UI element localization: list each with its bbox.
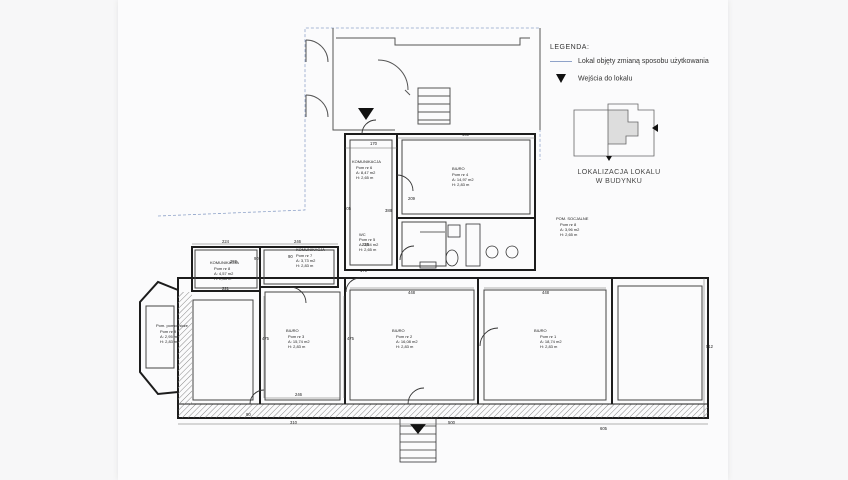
room-wc-name: WC (359, 232, 366, 237)
room-wc-num: Pom nr 5 (359, 237, 376, 242)
room-pomocnicze-height: H: 2,83 m (160, 339, 178, 344)
room-socjalne-name: POM. SOCJALNE (556, 216, 589, 221)
dim-label: 90 (288, 254, 293, 259)
room-biuro2-height: H: 2,83 m (396, 344, 414, 349)
room-biuro1-num: Pom nr 1 (540, 334, 557, 339)
room-komunikacja-left-name: KOMUNIKACJA (210, 260, 239, 265)
bottom-wall-hatch (177, 403, 709, 419)
dim-label: 310 (290, 420, 298, 425)
room-biuro2-name: BIURO (392, 328, 405, 333)
location-label-line1: LOKALIZACJA LOKALU (577, 169, 661, 176)
room-biuro1-height: H: 2,83 m (540, 344, 558, 349)
room-komunikacja-left-area: A: 4,57 m2 (214, 271, 234, 276)
room-komunikacja-top-num: Pom nr 6 (356, 165, 373, 170)
dim-label: 236 (362, 242, 370, 247)
dim-label: 246 (294, 239, 302, 244)
room-komunikacja-left-num: Pom nr 8 (214, 266, 231, 271)
dim-label: 246 (295, 392, 303, 397)
room-pomocnicze-num: Pom nr 9 (160, 329, 177, 334)
legend-title: LEGENDA: (550, 44, 590, 51)
room-biuro4-num: Pom nr 4 (452, 172, 469, 177)
dim-label: 475 (347, 336, 355, 341)
doors (249, 119, 499, 405)
dim-label: 448 (408, 290, 416, 295)
dim-label: 259 (230, 259, 238, 264)
room-pomocnicze-area: A: 2,95 m2 (160, 334, 180, 339)
location-label: LOKALIZACJA LOKALU W BUDYNKU (564, 168, 674, 186)
dim-label: 221 (222, 286, 230, 291)
legend: LEGENDA: Lokal objęty zmianą sposobu uży… (548, 40, 738, 190)
boundary-line-icon (550, 60, 572, 62)
legend-boundary-label: Lokal objęty zmianą sposobu użytkowania (578, 58, 709, 65)
dim-label: 449 (462, 132, 470, 137)
legend-row-entrance: Wejścia do lokalu (550, 74, 632, 83)
room-socjalne-num: Pom nr 8 (560, 222, 577, 227)
room-komunikacja-mid-name: KOMUNIKACJA (296, 247, 325, 252)
dim-label: 224 (222, 239, 230, 244)
entrance-stairs (399, 417, 437, 463)
entrance-marker-top (358, 108, 374, 120)
entrance-triangle-icon (556, 74, 566, 83)
legend-row-boundary: Lokal objęty zmianą sposobu użytkowania (550, 58, 709, 65)
left-wall-hatch (178, 292, 192, 404)
room-komunikacja-top-name: KOMUNIKACJA (352, 159, 381, 164)
room-komunikacja-mid-height: H: 2,83 m (296, 263, 314, 268)
room-biuro3-name: BIURO (286, 328, 299, 333)
room-biuro4-height: H: 2,83 m (452, 182, 470, 187)
room-socjalne-area: A: 3,96 m2 (560, 227, 580, 232)
location-label-line2: W BUDYNKU (595, 178, 643, 185)
location-map (573, 103, 658, 161)
room-komunikacja-mid-num: Pom nr 7 (296, 253, 313, 258)
dim-label: 500 (448, 420, 456, 425)
room-biuro1-name: BIURO (534, 328, 547, 333)
room-wc-area: A: 3,54 m2 (359, 242, 379, 247)
dim-label: 170 (360, 268, 368, 273)
dim-label: 388 (385, 208, 393, 213)
upper-structures (305, 28, 541, 131)
room-biuro3-area: A: 15,74 m2 (288, 339, 310, 344)
dim-label: 90 (254, 256, 259, 261)
dim-label: 475 (262, 336, 270, 341)
room-biuro1-area: A: 18,74 m2 (540, 339, 562, 344)
dim-label: 170 (370, 141, 378, 146)
room-biuro3-height: H: 2,83 m (288, 344, 306, 349)
room-komunikacja-left-height: H: 2,83 m (214, 276, 232, 281)
room-komunikacja-top-area: A: 8,47 m2 (356, 170, 376, 175)
room-socjalne-height: H: 2,65 m (560, 232, 578, 237)
room-outlines (145, 139, 703, 401)
wc-fixtures (419, 223, 519, 269)
dim-label: 90 (246, 412, 251, 417)
room-wc-height: H: 2,65 m (359, 247, 377, 252)
building-boundary (157, 27, 541, 217)
dim-label: 305 (344, 206, 352, 211)
room-biuro4-name: BIURO (452, 166, 465, 171)
room-pomocnicze-name: Pom. pomocnicze (156, 323, 189, 328)
room-biuro2-area: A: 16,08 m2 (396, 339, 418, 344)
dimension-lines (178, 137, 708, 425)
room-komunikacja-top-height: H: 2,65 m (356, 175, 374, 180)
legend-entrance-label: Wejścia do lokalu (578, 75, 633, 83)
room-biuro3-num: Pom nr 3 (288, 334, 305, 339)
entrance-marker-bottom (410, 424, 426, 434)
dim-label: 209 (408, 196, 416, 201)
room-biuro4-area: A: 14,97 m2 (452, 177, 474, 182)
dim-label: 448 (542, 290, 550, 295)
room-biuro2-num: Pom nr 2 (396, 334, 413, 339)
dim-label: 605 (600, 426, 608, 431)
room-komunikacja-mid-area: A: 3,73 m2 (296, 258, 316, 263)
dim-label: 512 (706, 344, 714, 349)
